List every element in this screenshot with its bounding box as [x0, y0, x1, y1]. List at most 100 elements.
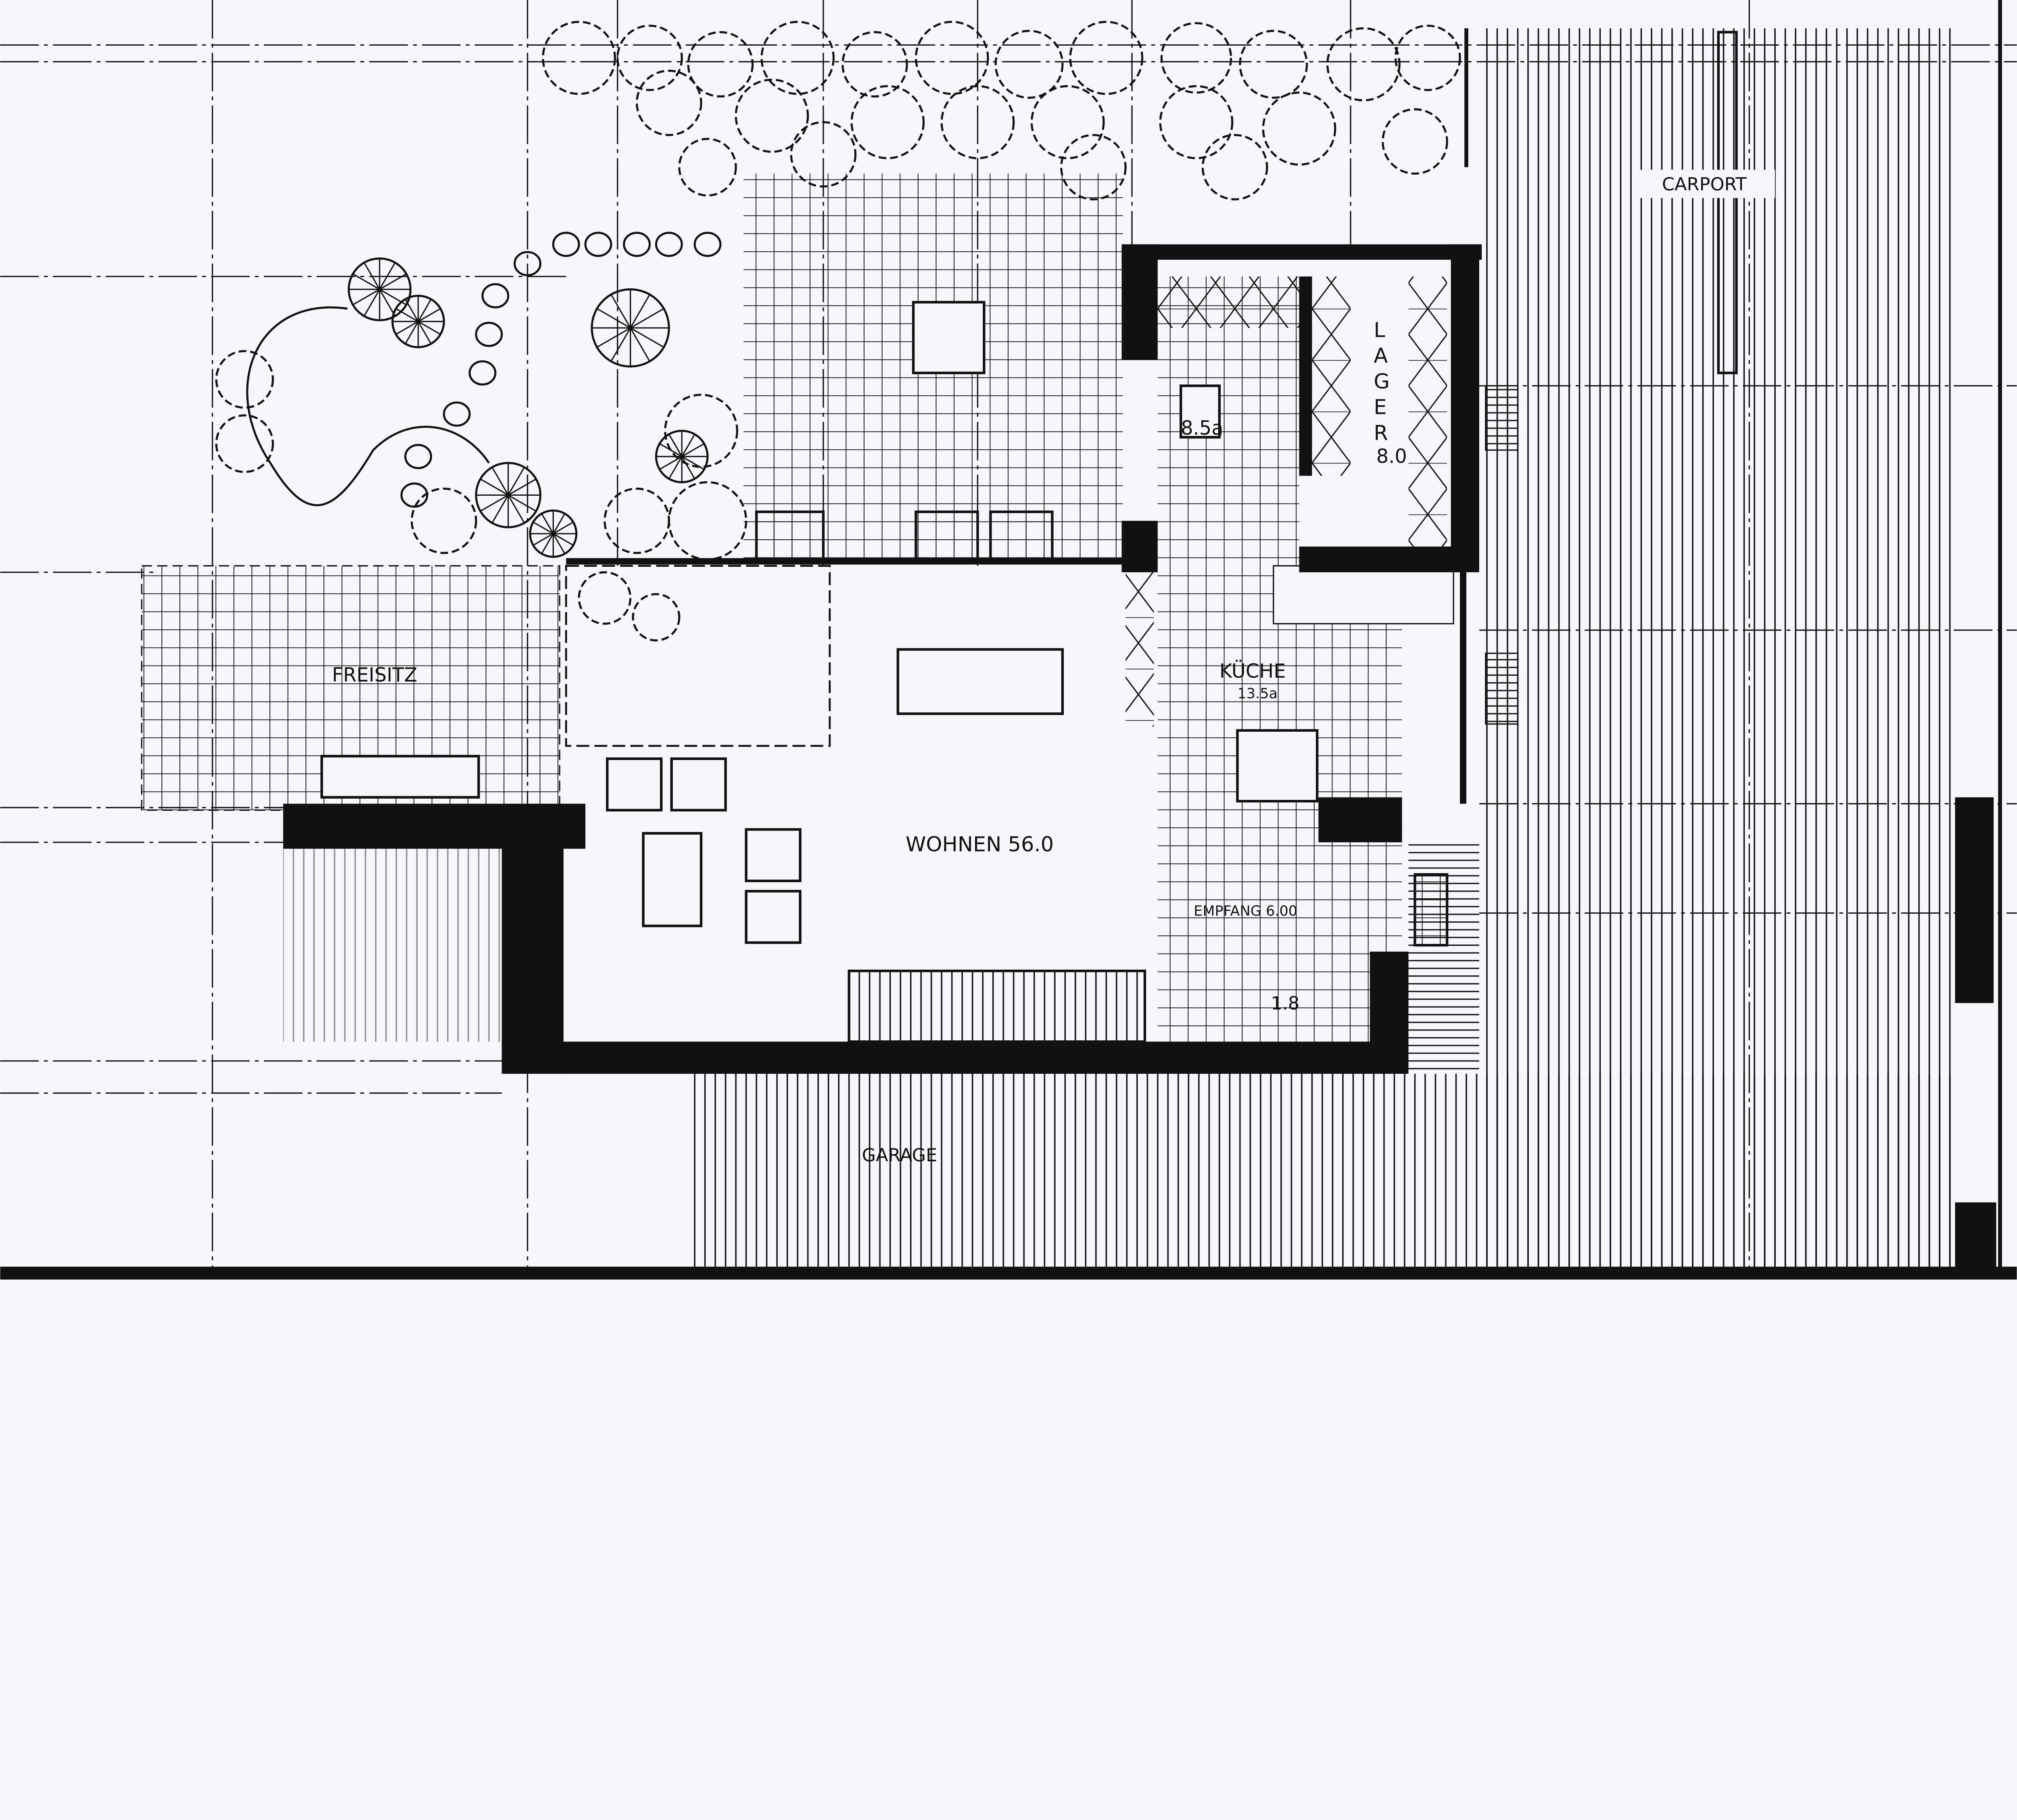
- shrub: [668, 481, 748, 561]
- shrub: [1239, 29, 1308, 99]
- shrub: [1262, 91, 1336, 166]
- trees: [215, 21, 1461, 642]
- tree-branch: [480, 495, 509, 512]
- shrub: [664, 394, 738, 468]
- shrub: [678, 138, 737, 197]
- shrub: [915, 21, 989, 95]
- carport-wall-corner: [1955, 1202, 1996, 1273]
- tree-branch: [541, 533, 554, 554]
- tree-branch: [532, 521, 554, 534]
- shrub: [735, 79, 809, 153]
- tree-branch: [418, 321, 432, 344]
- tree-branch: [395, 308, 419, 322]
- tree-branch: [508, 495, 537, 512]
- lager-shelves: [1312, 276, 1351, 476]
- label-empfang: EMPFANG 6.00: [1194, 903, 1297, 919]
- label-pantry-area: 8.5a: [1181, 417, 1223, 440]
- stepping-stone: [623, 232, 651, 257]
- svg-text:A: A: [1374, 344, 1388, 368]
- shrub: [850, 85, 925, 159]
- shrub: [1069, 21, 1144, 95]
- shrub: [1160, 22, 1232, 94]
- shrub: [1060, 134, 1127, 200]
- stepping-stone: [584, 232, 612, 257]
- shrub: [1395, 25, 1461, 91]
- stepping-stone: [404, 444, 432, 470]
- svg-text:G: G: [1374, 370, 1390, 394]
- shrub: [1030, 85, 1105, 159]
- tree-branch: [363, 289, 380, 317]
- label-kueche-area: 13.5a: [1237, 685, 1278, 702]
- stepping-stone: [481, 283, 509, 309]
- tree-branch: [508, 478, 537, 496]
- tree-branch: [630, 308, 664, 329]
- shrub: [1159, 85, 1234, 159]
- stepping-stone: [655, 232, 683, 257]
- tree-branch: [681, 456, 705, 470]
- carport-post: [1717, 31, 1738, 374]
- tree-branch: [541, 513, 554, 534]
- shrub: [1326, 27, 1401, 102]
- tree-branch: [553, 533, 566, 554]
- label-lager-area: 8.0: [1376, 446, 1407, 468]
- shrub: [687, 31, 754, 98]
- stepping-stone: [514, 251, 542, 276]
- tree-branch: [681, 434, 695, 457]
- tree-branch: [610, 328, 631, 362]
- tree-branch: [630, 328, 650, 362]
- stepping-stone: [552, 232, 580, 257]
- stepping-stone: [693, 232, 722, 257]
- tree-branch: [352, 288, 380, 305]
- label-garage: GARAGE: [862, 1145, 938, 1166]
- tree-branch: [418, 321, 441, 335]
- stepping-stone: [400, 482, 428, 508]
- tree-branch: [363, 262, 380, 290]
- label-wohnen: WOHNEN 56.0: [906, 833, 1054, 857]
- tree-branch: [379, 289, 396, 317]
- stepping-stone: [475, 321, 503, 347]
- tree-branch: [491, 495, 509, 524]
- tree-branch: [597, 308, 631, 329]
- tree-branch: [507, 495, 525, 524]
- tree-branch: [659, 456, 683, 470]
- tree-branch: [553, 513, 566, 534]
- shrub: [760, 21, 835, 95]
- label-carport: CARPORT: [1662, 174, 1747, 195]
- shrub: [994, 29, 1064, 99]
- tree-branch: [480, 478, 509, 496]
- label-freisitz: FREISITZ: [332, 664, 417, 687]
- tree-branch: [681, 456, 695, 479]
- tree-branch: [553, 533, 574, 546]
- shrub: [616, 25, 683, 91]
- label-lager: L A G E R: [1374, 318, 1390, 445]
- tree-branch: [532, 533, 554, 546]
- shrub: [790, 121, 857, 188]
- label-kueche: KÜCHE: [1219, 660, 1286, 682]
- stepping-stone: [468, 360, 497, 386]
- tree-branch: [405, 321, 419, 344]
- garden-path: [246, 306, 490, 507]
- tree-branch: [395, 321, 419, 335]
- tree-branch: [630, 327, 664, 348]
- shrub: [1201, 134, 1268, 200]
- tree-branch: [630, 294, 650, 328]
- garage-area: [688, 1074, 1955, 1267]
- shrub: [636, 69, 702, 136]
- tree-branch: [405, 299, 419, 322]
- stepping-stone: [443, 401, 471, 427]
- ground-line: [0, 1267, 2017, 1280]
- tree-branch: [610, 294, 631, 328]
- shrub: [542, 21, 616, 95]
- shrub: [578, 571, 632, 625]
- carport-wall-right: [1955, 797, 1994, 1003]
- label-wc-area: 1.8: [1271, 993, 1299, 1014]
- tree-branch: [659, 443, 683, 457]
- shrub: [632, 593, 681, 642]
- walls: [283, 244, 1482, 1074]
- tree-branch: [668, 434, 683, 457]
- tree-branch: [418, 308, 441, 322]
- tree-branch: [379, 273, 407, 290]
- furniture: [320, 301, 1449, 1043]
- svg-text:L: L: [1374, 318, 1385, 342]
- kitchen-floor: [1157, 276, 1299, 1042]
